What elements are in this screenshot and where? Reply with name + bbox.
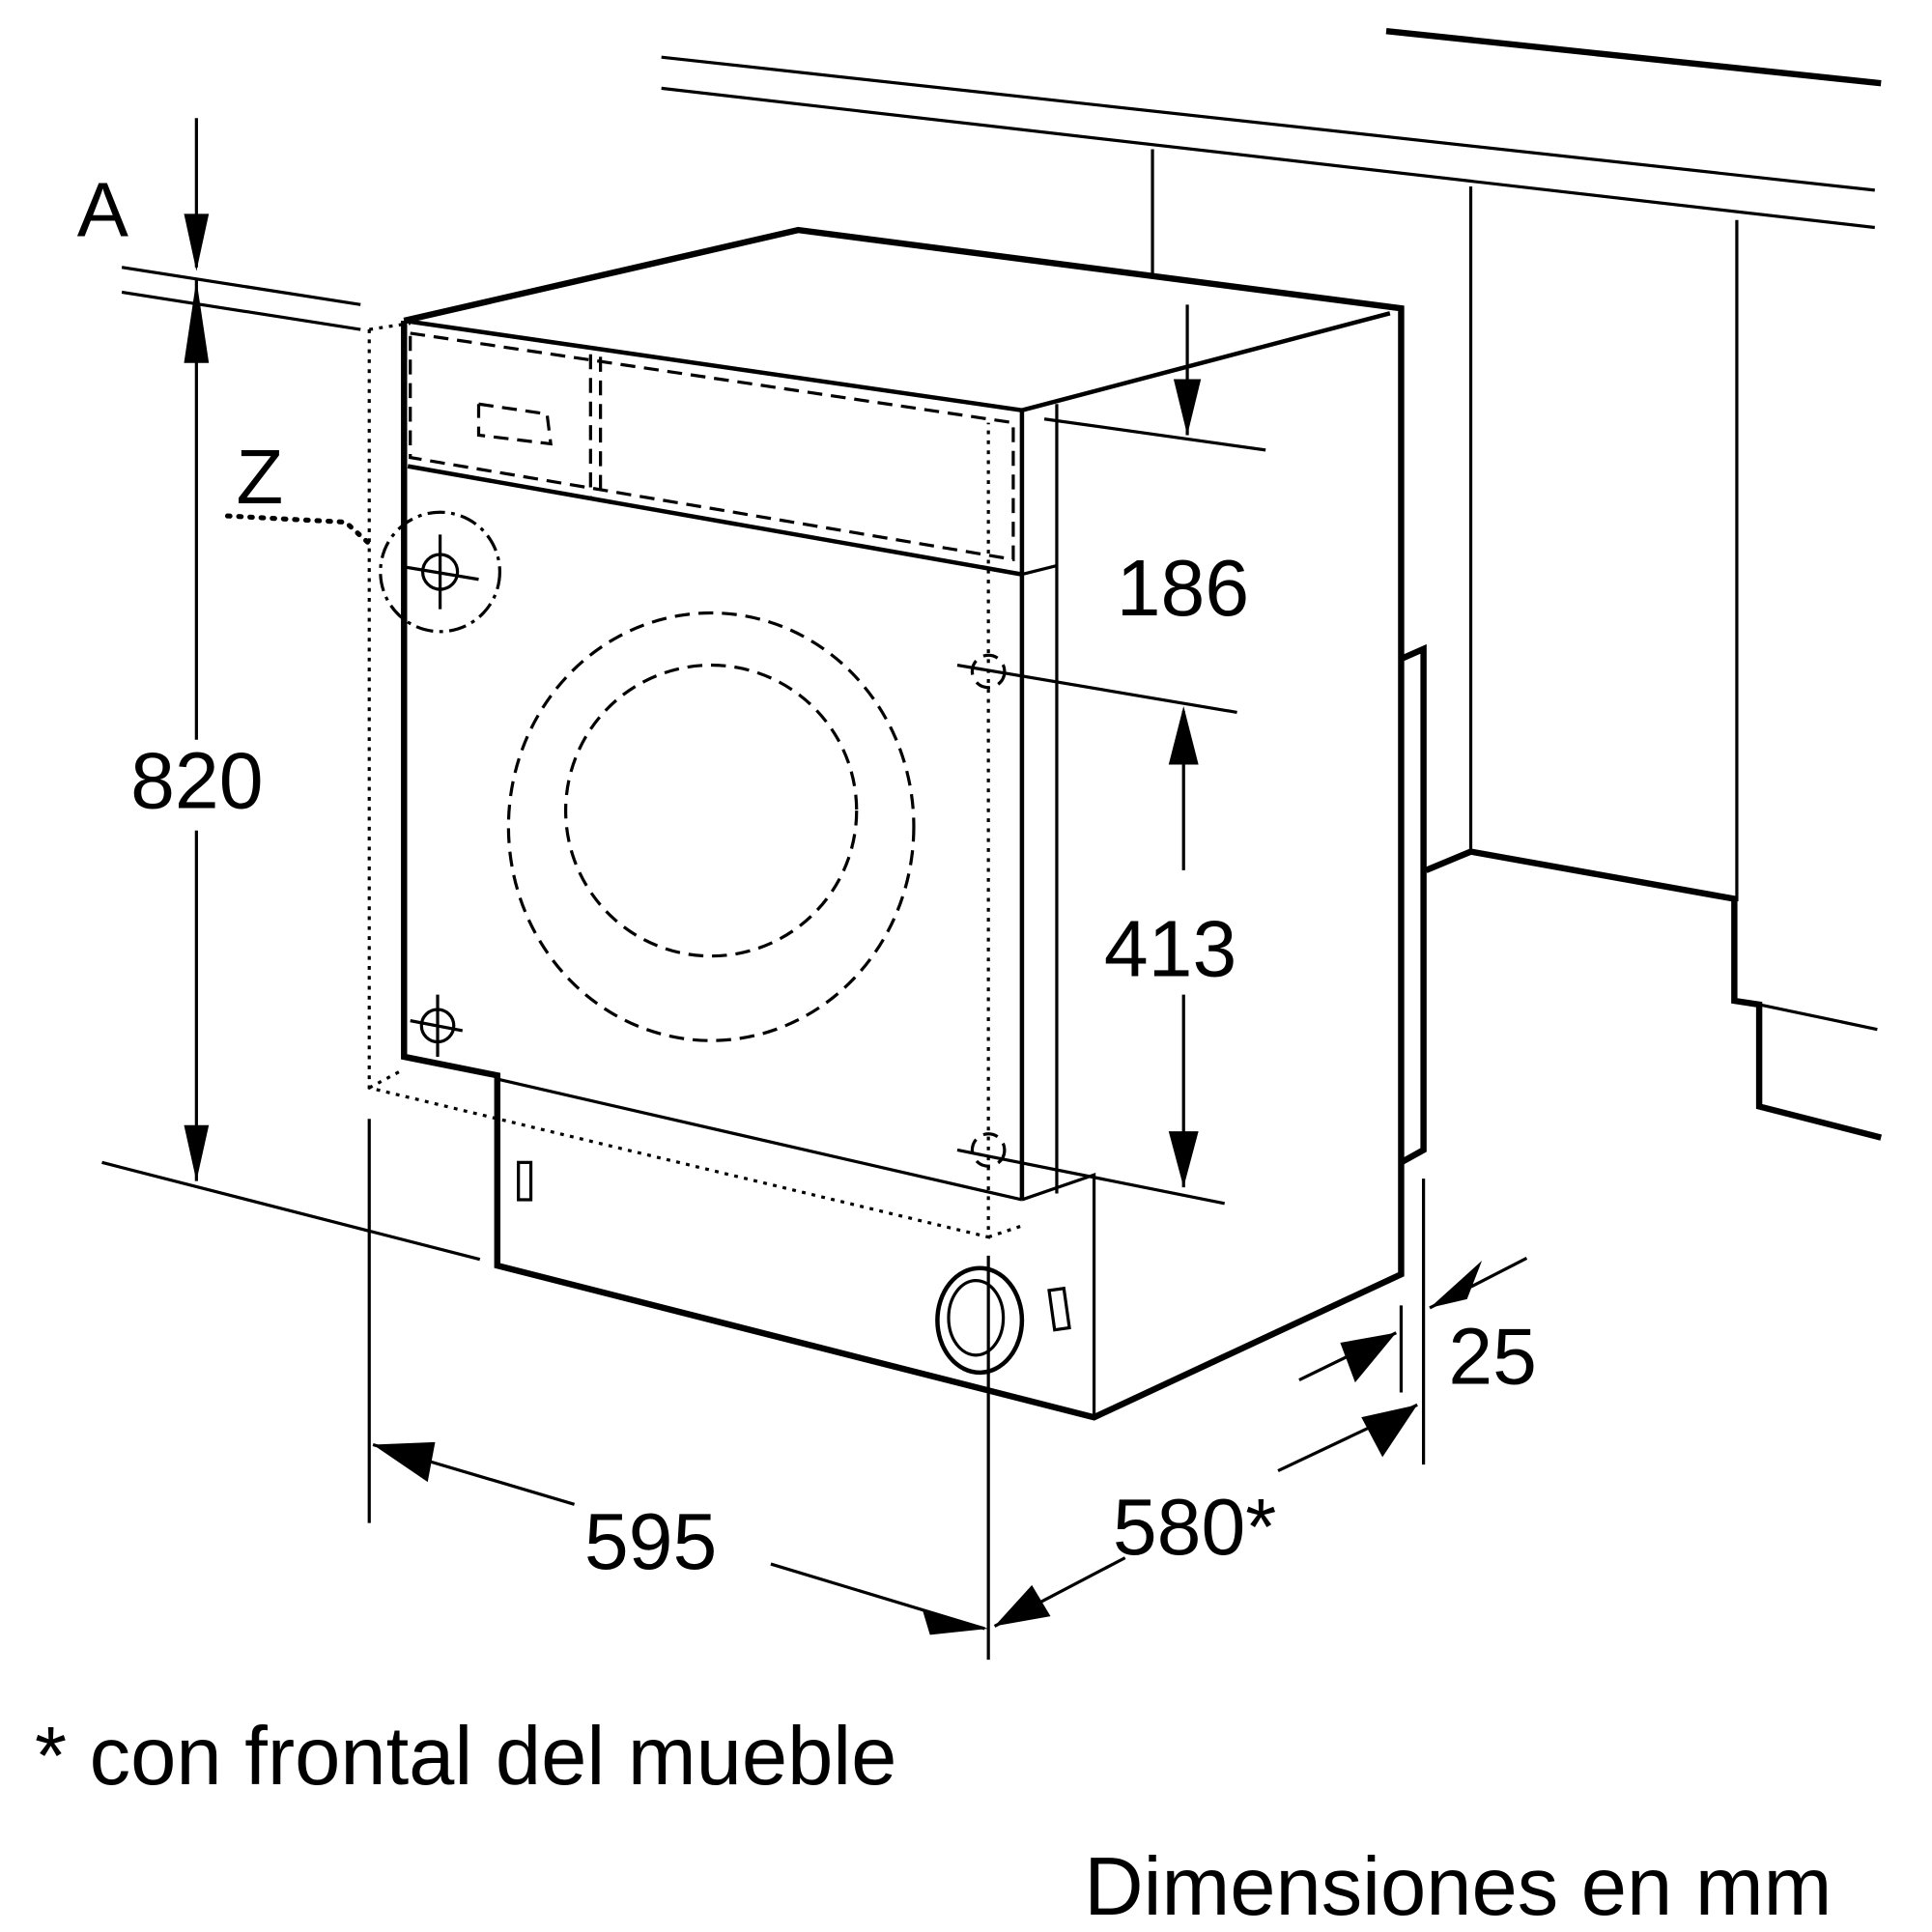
dimension-hinge-spacing: 413 (1104, 904, 1236, 993)
units-note: Dimensiones en mm (1084, 1840, 1832, 1932)
label-z: Z (237, 434, 284, 520)
dimension-depth: 580* (1113, 1483, 1276, 1572)
appliance-body (401, 226, 1405, 1421)
dimension-height: 820 (130, 737, 263, 826)
dimension-top-offset: 186 (1117, 544, 1249, 633)
dimension-panel-thickness: 25 (1448, 1312, 1537, 1401)
dimension-lines (101, 118, 1528, 1661)
dimension-width: 595 (584, 1497, 717, 1586)
footnote: * con frontal del mueble (35, 1710, 896, 1802)
label-a: A (77, 167, 129, 253)
hidden-outlines (224, 322, 1027, 1239)
cabinet-outline (661, 27, 1883, 1166)
